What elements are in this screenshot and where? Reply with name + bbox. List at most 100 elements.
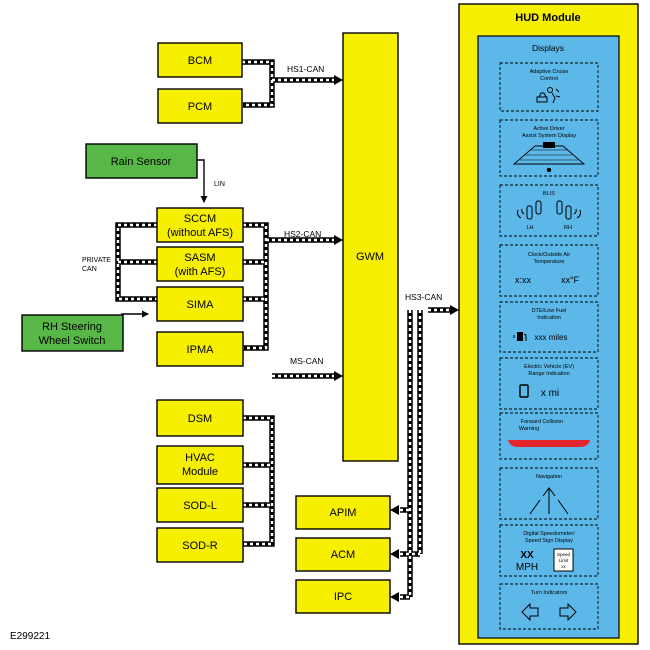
svg-text:XX: XX (520, 550, 534, 561)
svg-text:Temperature: Temperature (534, 259, 565, 265)
display-dte-low-fuel: DTE/Low Fuel Indication xxx miles (499, 301, 599, 353)
hvac-module: HVAC Module (156, 445, 244, 485)
svg-text:ACM: ACM (331, 549, 355, 561)
svg-text:SCCM: SCCM (184, 213, 216, 225)
svg-text:xxx miles: xxx miles (535, 333, 568, 342)
svg-text:Speed Sign Display: Speed Sign Display (525, 538, 573, 544)
svg-text:GWM: GWM (356, 251, 384, 263)
svg-text:Module: Module (182, 466, 218, 478)
display-active-driver-assist: Active Driver Assist System Display (499, 119, 599, 177)
svg-text:Navigation: Navigation (536, 474, 562, 480)
svg-text:Digital Speedometer/: Digital Speedometer/ (523, 531, 575, 537)
dsm-module: DSM (156, 399, 244, 437)
bus-hs3 (390, 305, 459, 602)
svg-text:SOD-R: SOD-R (182, 540, 218, 552)
svg-text:DTE/Low Fuel: DTE/Low Fuel (532, 308, 567, 314)
figure-id: E299221 (10, 631, 50, 642)
display-turn-indicators: Turn Indicators (499, 583, 599, 630)
lin-label: LIN (214, 181, 225, 188)
hud-module: HUD Module Displays Adaptive Cruise Cont… (458, 3, 639, 645)
display-forward-collision: Forward Collision Warning (499, 412, 599, 460)
svg-text:Forward Collision: Forward Collision (521, 419, 564, 425)
svg-text:HUD Module: HUD Module (515, 12, 580, 24)
sod-l-module: SOD-L (156, 487, 244, 523)
svg-text:Displays: Displays (532, 43, 564, 53)
ipc-module: IPC (295, 579, 391, 614)
svg-text:(without AFS): (without AFS) (167, 227, 233, 239)
svg-text:Warning: Warning (519, 426, 539, 432)
svg-text:SOD-L: SOD-L (183, 500, 217, 512)
bcm-module: BCM (157, 42, 243, 78)
svg-text:BLIS: BLIS (543, 191, 555, 197)
cruise-control-icon (536, 87, 561, 104)
svg-text:Active Driver: Active Driver (533, 126, 564, 132)
left-arrow-icon (521, 602, 539, 622)
battery-icon (519, 384, 529, 398)
bus-private-can (115, 222, 157, 302)
svg-text:Wheel Switch: Wheel Switch (39, 335, 106, 347)
gwm-module: GWM (342, 32, 399, 462)
svg-text:xx°F: xx°F (561, 275, 580, 285)
svg-text:SIMA: SIMA (187, 299, 215, 311)
svg-text:MPH: MPH (516, 562, 538, 573)
svg-text:RH Steering: RH Steering (42, 321, 102, 333)
svg-text:Rain Sensor: Rain Sensor (111, 156, 172, 168)
svg-text:Adaptive Cruise: Adaptive Cruise (530, 69, 569, 75)
bus-hs1 (242, 59, 343, 108)
svg-text:x:xx: x:xx (515, 275, 532, 285)
lin-wire (197, 159, 208, 203)
display-navigation: Navigation (499, 467, 599, 520)
bus-hs2 (243, 222, 343, 351)
private-can-label: PRIVATE (82, 257, 111, 264)
svg-text:HVAC: HVAC (185, 452, 215, 464)
apim-module: APIM (295, 495, 391, 530)
driver-assist-road-icon (512, 142, 586, 173)
speed-limit-sign-icon: Speed Limit xx (553, 548, 574, 572)
display-blis: BLIS LH RH (499, 184, 599, 237)
svg-text:RH: RH (564, 225, 572, 231)
hs3-can-label: HS3-CAN (405, 292, 442, 302)
rain-sensor-module: Rain Sensor (85, 143, 198, 179)
displays-panel (477, 35, 620, 639)
svg-text:Turn Indicators: Turn Indicators (531, 590, 568, 596)
svg-text:IPMA: IPMA (187, 344, 215, 356)
ipma-module: IPMA (156, 331, 244, 367)
sod-r-module: SOD-R (156, 527, 244, 563)
display-ev-range: Electric Vehicle (EV) Range Indication x… (499, 357, 599, 410)
svg-text:Clock/Outside Air: Clock/Outside Air (528, 252, 570, 258)
fuel-pump-icon (513, 332, 527, 341)
collision-warning-bar (508, 440, 590, 447)
acm-module: ACM (295, 537, 391, 572)
svg-text:LH: LH (526, 225, 533, 231)
svg-text:SASM: SASM (184, 252, 215, 264)
svg-text:x mi: x mi (541, 388, 559, 399)
private-can-label-2: CAN (82, 266, 97, 273)
pcm-module: PCM (157, 88, 243, 124)
ms-can-label: MS-CAN (290, 356, 324, 366)
svg-text:Limit: Limit (559, 558, 569, 563)
sasm-module: SASM (with AFS) (156, 246, 244, 282)
svg-text:PCM: PCM (188, 101, 212, 113)
svg-text:Speed: Speed (557, 552, 571, 557)
svg-text:Electric Vehicle (EV): Electric Vehicle (EV) (524, 364, 574, 370)
svg-text:xx: xx (561, 564, 566, 569)
svg-text:DSM: DSM (188, 413, 212, 425)
display-adaptive-cruise: Adaptive Cruise Control (499, 62, 599, 112)
blind-spot-icon (516, 200, 582, 220)
rh-steering-wheel-switch: RH Steering Wheel Switch (21, 314, 124, 352)
svg-text:Assist System Display: Assist System Display (522, 133, 576, 139)
svg-text:BCM: BCM (188, 55, 212, 67)
sima-module: SIMA (156, 286, 244, 322)
svg-text:Indication: Indication (537, 315, 561, 321)
bus-ms (243, 371, 343, 547)
rh-switch-wire (121, 310, 149, 326)
right-arrow-icon (559, 602, 577, 622)
display-clock-temperature: Clock/Outside Air Temperature x:xx xx°F (499, 244, 599, 297)
svg-text:IPC: IPC (334, 591, 352, 603)
svg-text:Control: Control (540, 76, 558, 82)
hs2-can-label: HS2-CAN (284, 229, 321, 239)
display-speed: Digital Speedometer/ Speed Sign Display … (499, 524, 599, 577)
navigation-arrow-icon (529, 487, 569, 515)
sccm-module: SCCM (without AFS) (156, 207, 244, 243)
